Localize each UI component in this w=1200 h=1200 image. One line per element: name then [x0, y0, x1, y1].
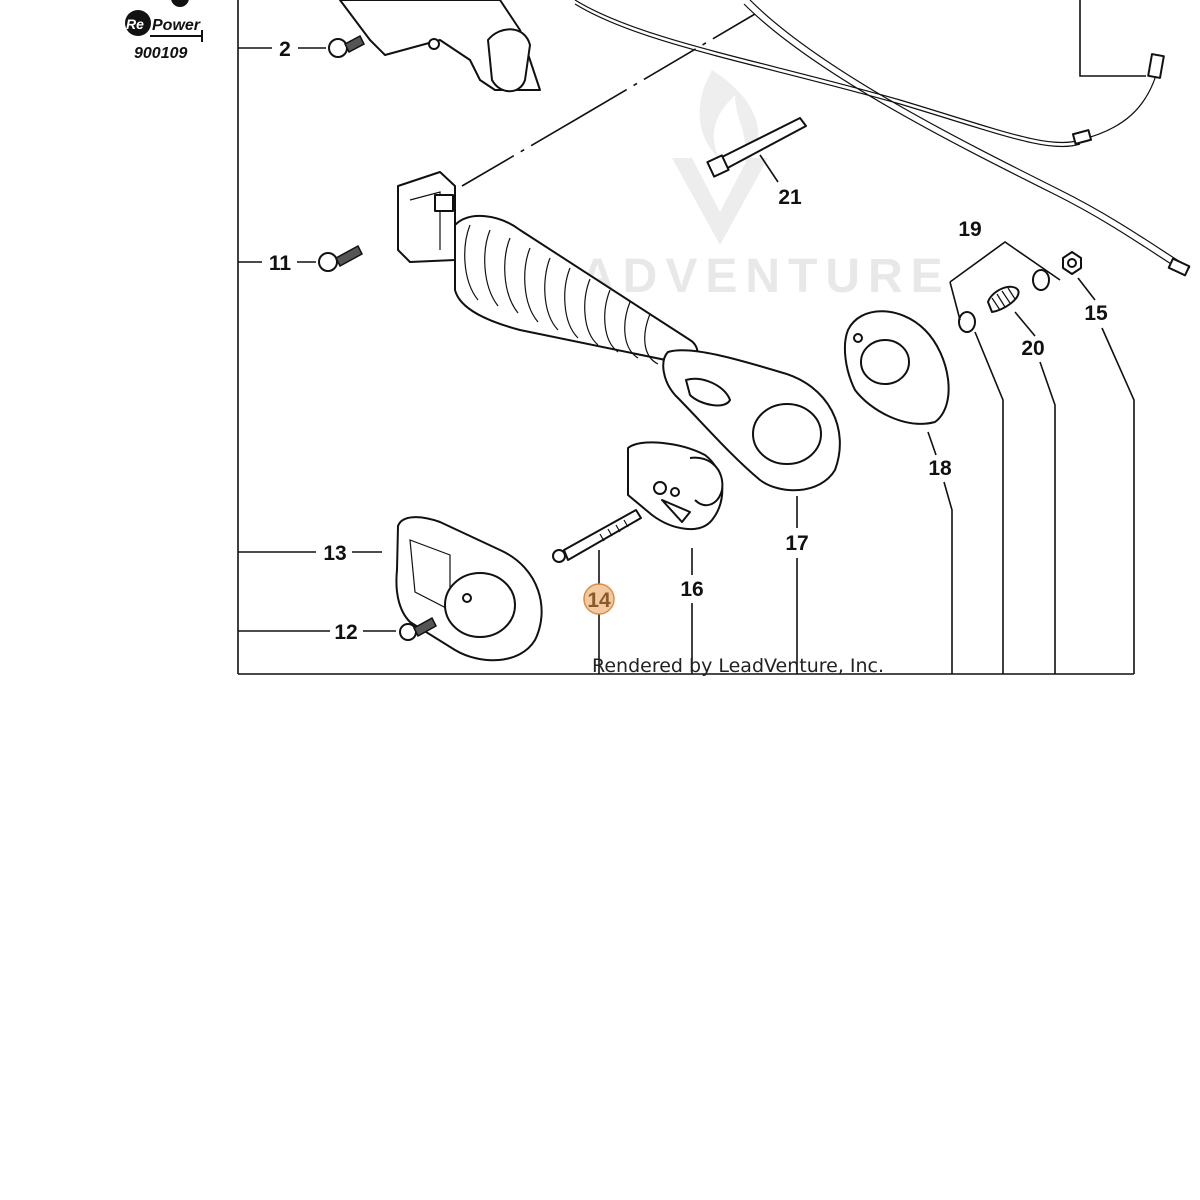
label-2[interactable]: 2: [279, 38, 291, 61]
label-12[interactable]: 12: [334, 621, 357, 644]
part-14-highlight: [583, 583, 615, 615]
part-18-cap: [843, 310, 950, 425]
handle-grip: [397, 171, 699, 366]
badge-code: 900109: [134, 45, 187, 62]
adventure-watermark: ADVENTURE: [580, 70, 951, 303]
part-19-washers: [958, 269, 1050, 333]
leader-lines: [238, 47, 1135, 674]
label-11[interactable]: 11: [269, 252, 292, 275]
render-credit: Rendered by LeadVenture, Inc.: [592, 655, 884, 677]
part-labels: 2 11 12 13 14 15 16 17 18 19 20 21: [269, 38, 1108, 644]
part-14-bolt: [552, 509, 642, 563]
badge-re: Re: [126, 16, 144, 32]
part-12-screw: [399, 616, 437, 641]
part-13-cover: [395, 516, 543, 662]
handle-housing-top: [339, 0, 541, 93]
label-19[interactable]: 19: [958, 218, 981, 241]
part-20-spring: [987, 285, 1020, 313]
label-17[interactable]: 17: [785, 532, 808, 555]
label-14[interactable]: 14: [587, 589, 611, 612]
part-17-lever: [662, 349, 841, 492]
part-15-nut: [1062, 251, 1082, 275]
part-16-cam: [627, 441, 724, 531]
watermark-text: ADVENTURE: [580, 250, 951, 303]
part-2-screw: [328, 34, 365, 58]
diagram-frame: [237, 0, 1146, 675]
badge-power: Power: [152, 17, 201, 34]
part-21-cable-tie: [706, 117, 807, 178]
label-15[interactable]: 15: [1084, 302, 1108, 325]
throttle-cables: [574, 0, 1191, 277]
label-21[interactable]: 21: [778, 186, 802, 209]
label-13[interactable]: 13: [323, 542, 346, 565]
repower-badge: Re Power 900109: [125, 0, 203, 62]
part-11-screw: [318, 244, 363, 272]
label-20[interactable]: 20: [1021, 337, 1044, 360]
label-16[interactable]: 16: [680, 578, 703, 601]
label-18[interactable]: 18: [928, 457, 952, 480]
